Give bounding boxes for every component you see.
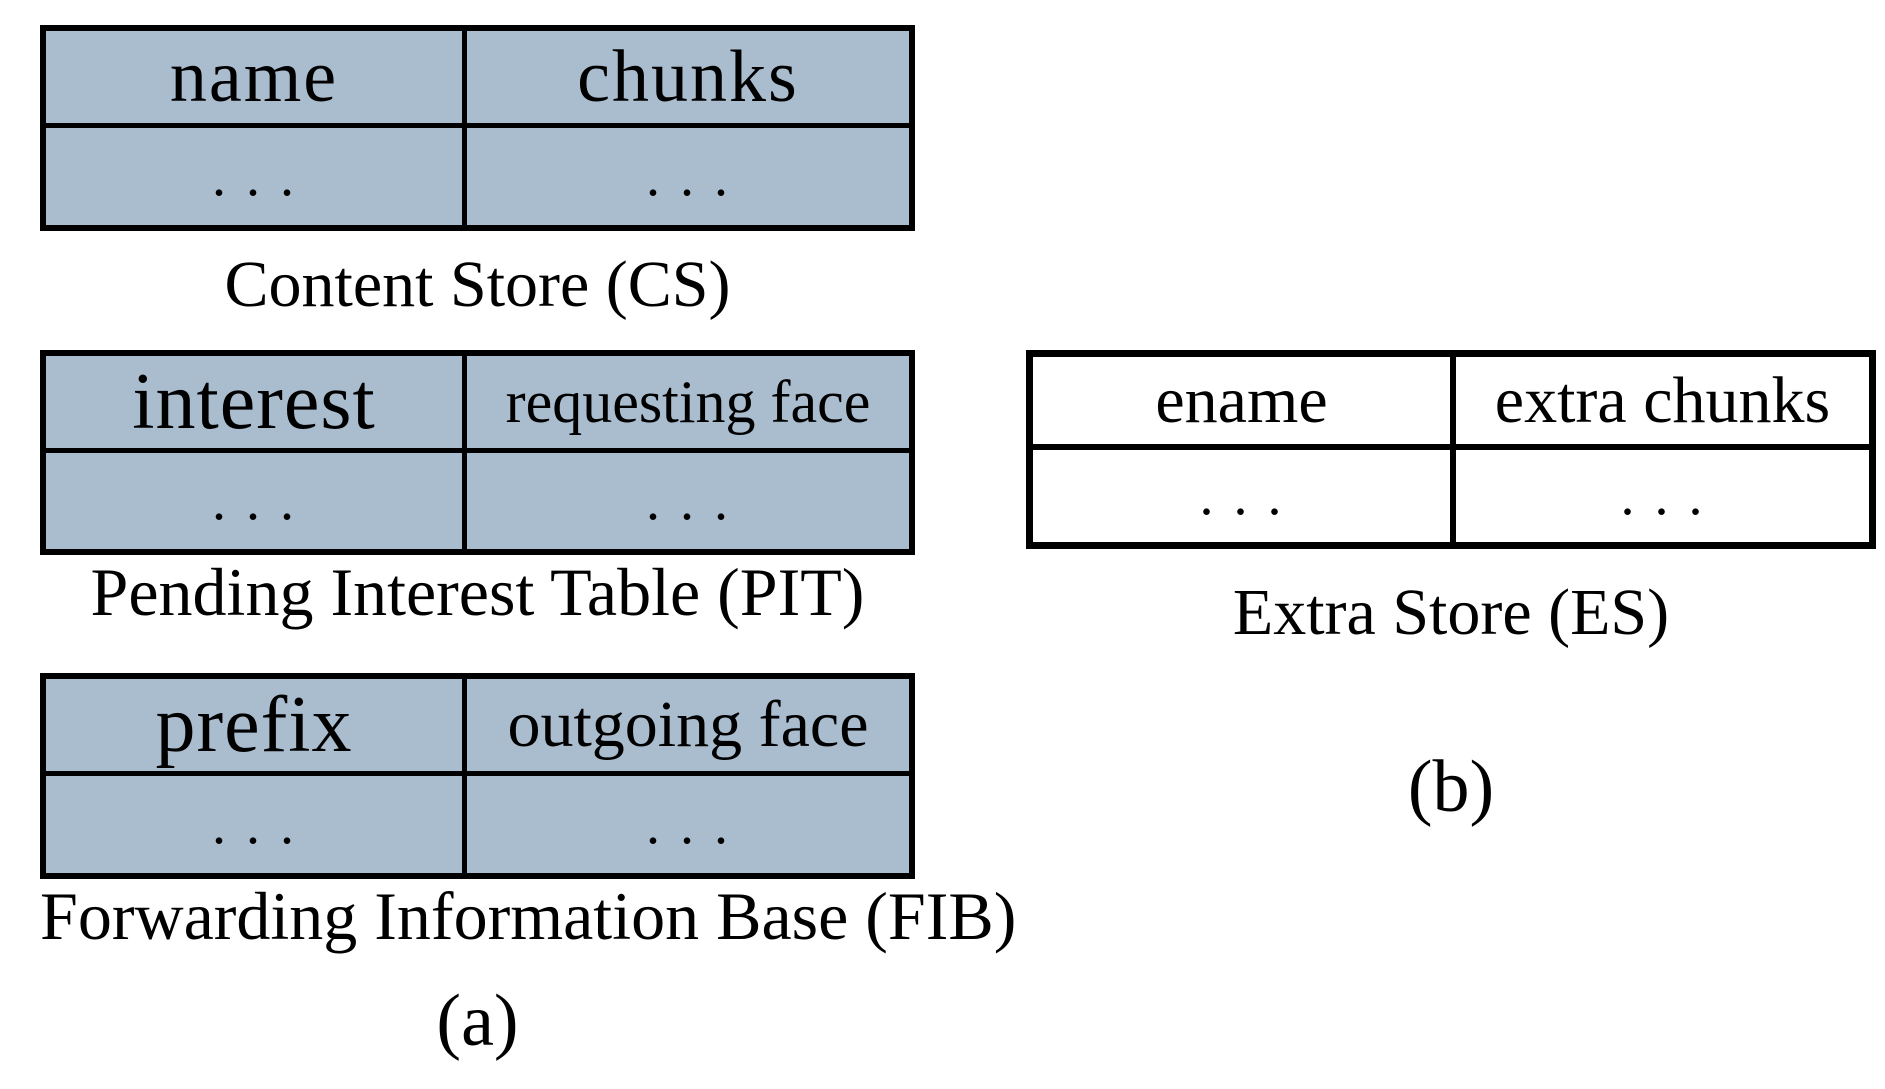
fib-caption: Forwarding Information Base (FIB) <box>40 878 1017 954</box>
panel-a-label: (a) <box>436 980 519 1062</box>
cs-caption: Content Store (CS) <box>224 248 731 321</box>
pit-header-requesting-face: requesting face <box>467 356 909 453</box>
fib-header-prefix: prefix <box>46 679 467 776</box>
pit-header-interest: interest <box>46 356 467 453</box>
extra-store-table: ename extra chunks . . . . . . <box>1026 350 1876 549</box>
content-store-table: name chunks . . . . . . <box>40 25 915 231</box>
es-header-extra-chunks: extra chunks <box>1456 357 1869 450</box>
cs-header-chunks: chunks <box>467 31 909 128</box>
fib-ellipsis-cell: . . . <box>46 776 467 873</box>
pit-caption: Pending Interest Table (PIT) <box>90 554 865 630</box>
es-ellipsis-cell: . . . <box>1620 465 1705 527</box>
pit-ellipsis-cell: . . . <box>46 453 467 549</box>
pit-ellipsis-cell: . . . <box>646 470 730 532</box>
cs-header-name: name <box>46 31 467 128</box>
es-header-ename: ename <box>1033 357 1456 450</box>
cs-ellipsis-cell: . . . <box>46 128 467 225</box>
fib-ellipsis-cell: . . . <box>646 793 730 856</box>
es-caption: Extra Store (ES) <box>1232 576 1670 649</box>
fib-header-outgoing-face: outgoing face <box>467 679 909 776</box>
cs-ellipsis-cell: . . . <box>646 145 730 208</box>
es-ellipsis-cell: . . . <box>1033 450 1456 542</box>
forwarding-information-base-table: prefix outgoing face . . . . . . <box>40 673 915 879</box>
pending-interest-table: interest requesting face . . . . . . <box>40 350 915 555</box>
panel-b-label: (b) <box>1407 746 1495 828</box>
